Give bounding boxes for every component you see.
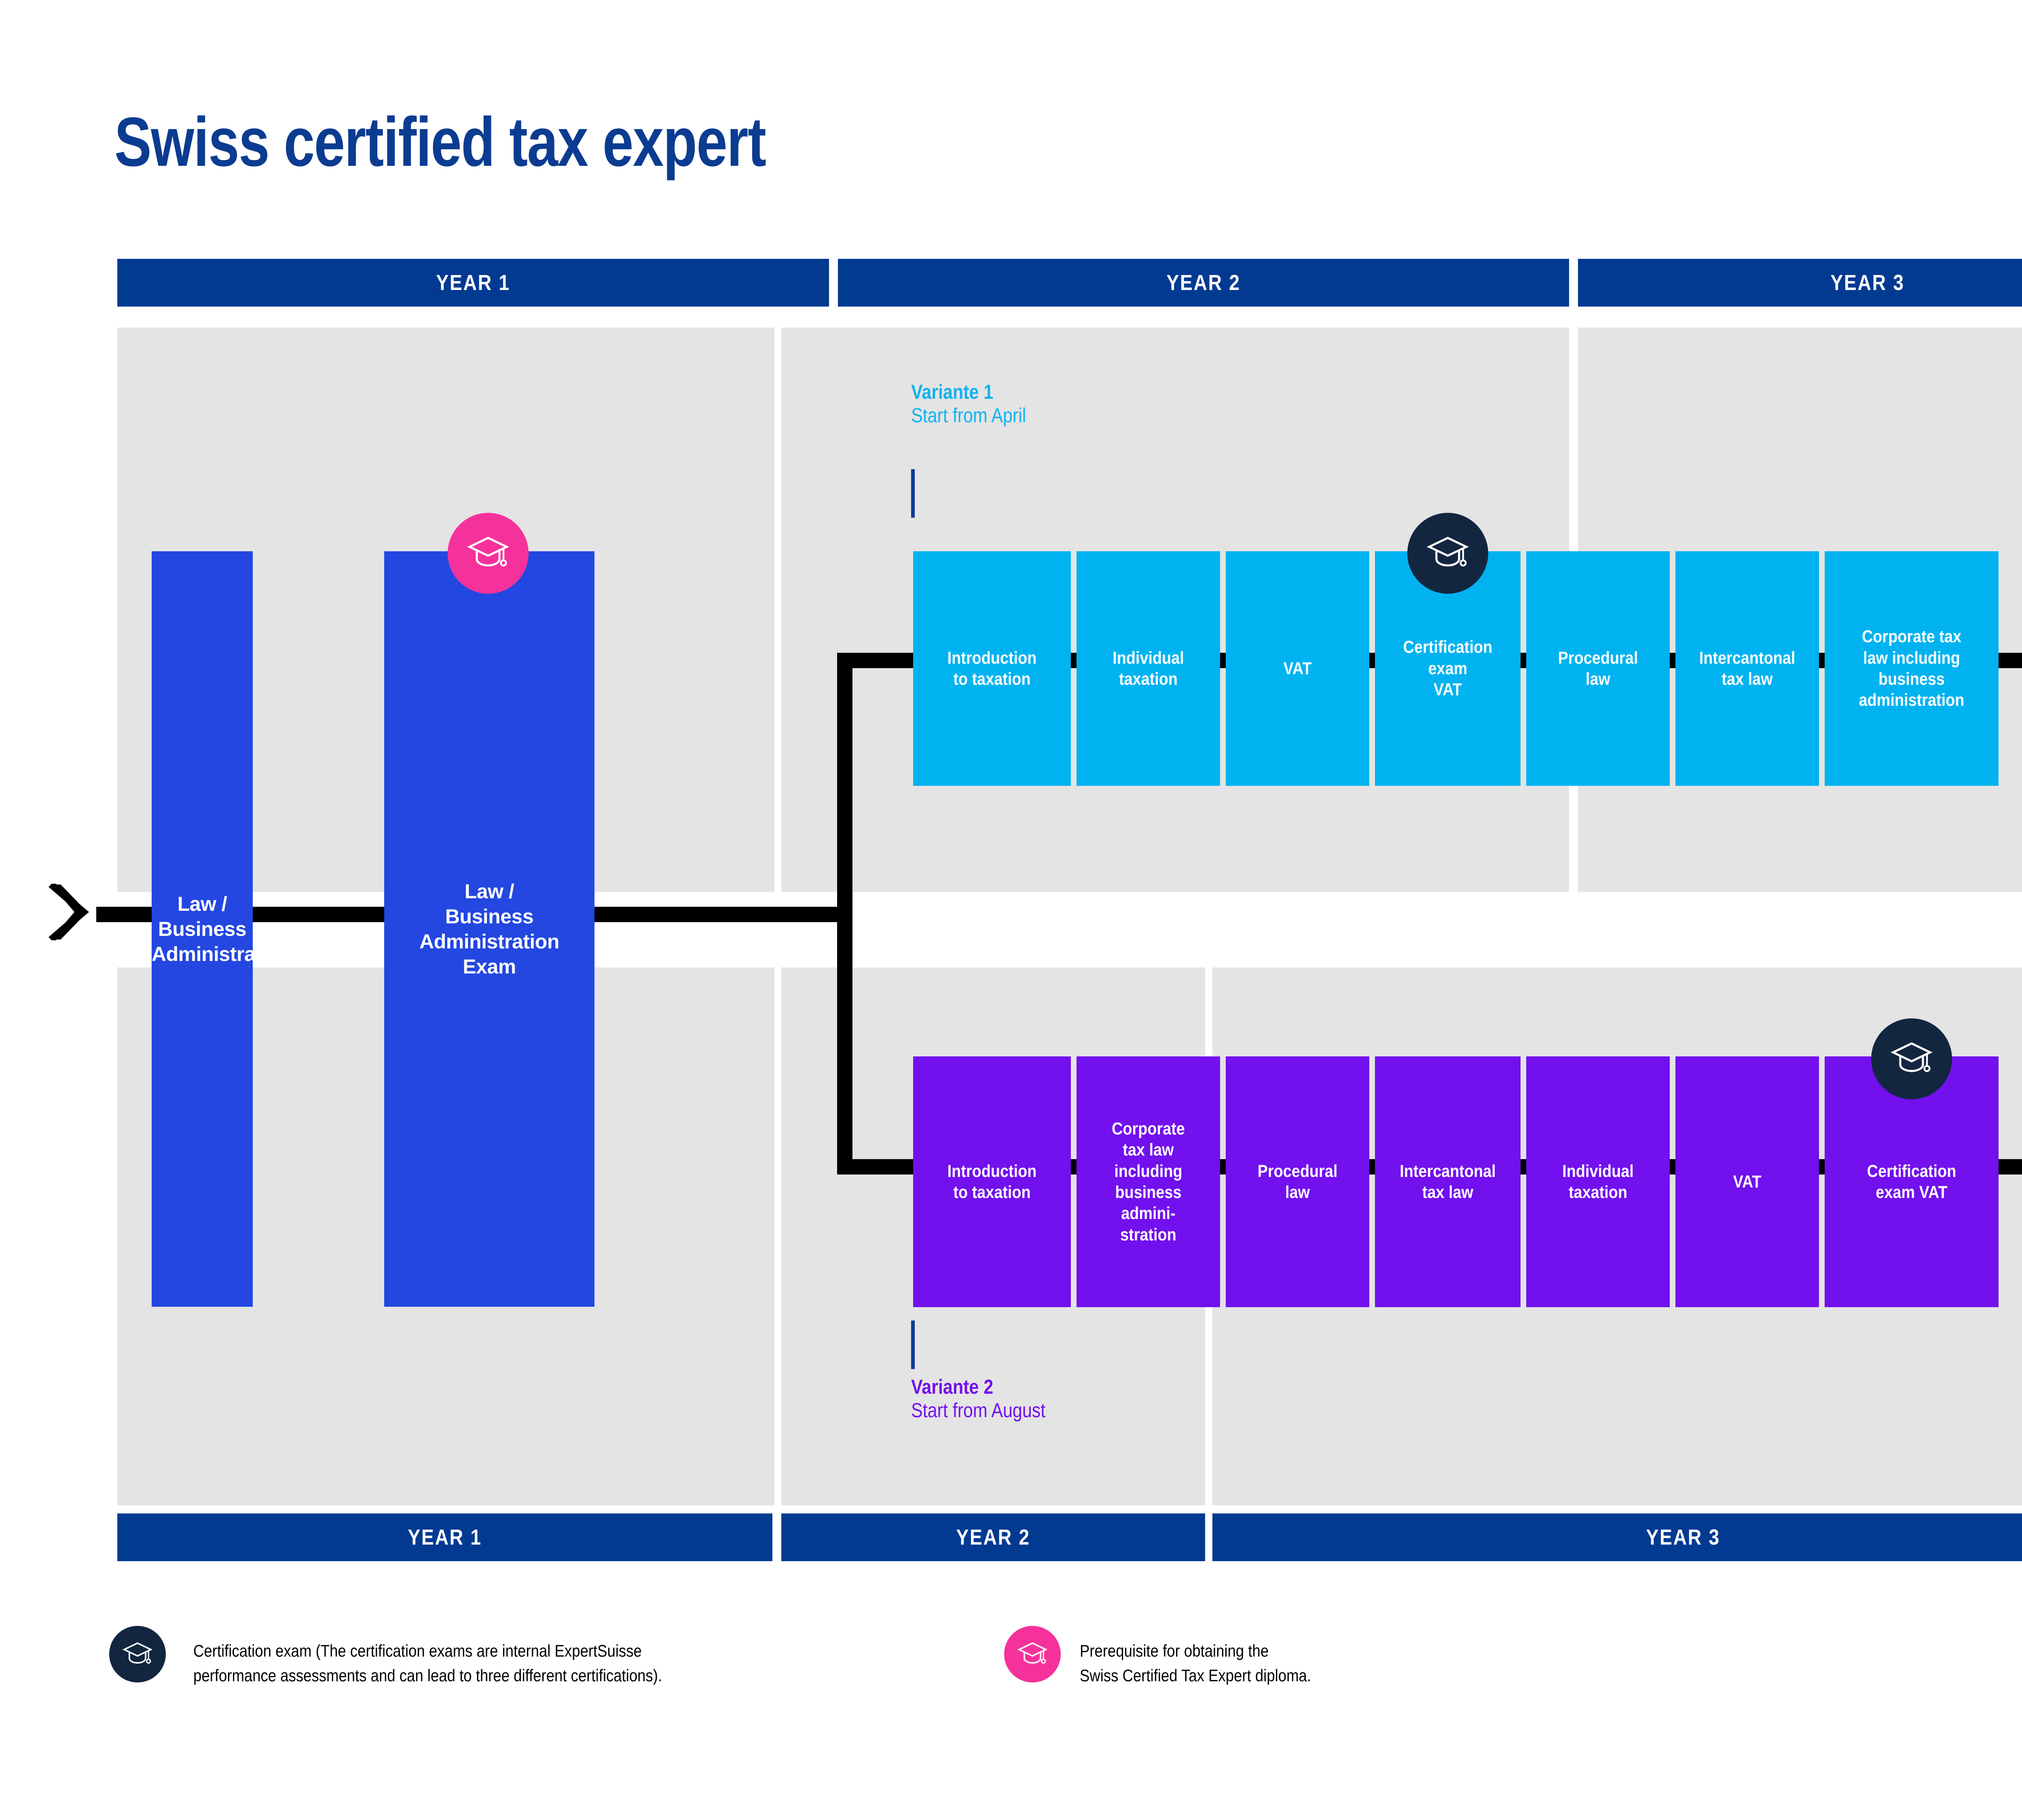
course-box-v2-vat[interactable]: VAT — [1675, 1056, 1819, 1307]
year-header-top-3: YEAR 3 — [1578, 259, 2022, 307]
year-header-bottom-3-label: YEAR 3 — [1646, 1525, 1720, 1549]
year-header-top-2: YEAR 2 — [838, 259, 1569, 307]
connector-branch-vertical — [837, 653, 852, 1175]
variant-1-tick — [911, 469, 915, 518]
course-box-v1-introduction-to-taxation[interactable]: Introduction to taxation — [913, 551, 1071, 786]
course-box-label: Certification exam VAT — [1867, 1161, 1956, 1202]
graduation-cap-icon — [122, 1642, 153, 1664]
year-header-bottom-3: YEAR 3 — [1212, 1513, 2022, 1561]
course-box-v1-intercantonal-tax-law[interactable]: Intercantonal tax law — [1675, 551, 1819, 786]
graduation-cap-icon — [1017, 1642, 1048, 1664]
variant-2-label: Variante 2 Start from August — [911, 1375, 1067, 1422]
course-box-label: Procedural law — [1257, 1161, 1338, 1202]
badge-certification-exam-v2-vat[interactable] — [1871, 1018, 1952, 1099]
legend-item-prerequisite — [1004, 1626, 1061, 1682]
legend-badge-pink — [1004, 1626, 1061, 1682]
course-box-label: Corporate tax law including business adm… — [1859, 627, 1965, 710]
variant-1-label: Variante 1 Start from April — [911, 380, 1045, 427]
course-box-v2-procedural-law[interactable]: Procedural law — [1226, 1056, 1369, 1307]
course-box-label: Certification exam VAT — [1403, 637, 1493, 700]
year-header-top-1-label: YEAR 1 — [436, 271, 510, 295]
connector-branch-bottom-stub — [837, 1159, 926, 1175]
course-box-label: Corporate tax law including business adm… — [1112, 1119, 1185, 1244]
graduation-cap-icon — [467, 537, 510, 567]
course-box-v2-corporate-tax-law[interactable]: Corporate tax law including business adm… — [1077, 1056, 1220, 1307]
legend-item-certification-exam — [109, 1626, 166, 1682]
year-header-top-3-label: YEAR 3 — [1830, 271, 1905, 295]
course-box-label: Introduction to taxation — [947, 648, 1037, 689]
badge-prerequisite-diploma[interactable] — [448, 513, 529, 594]
course-box-label: Introduction to taxation — [947, 1161, 1037, 1202]
course-box-label: VAT — [1283, 658, 1312, 678]
course-box-label: Law / Business Administration — [152, 893, 292, 965]
variant-2-subtitle: Start from August — [911, 1399, 1046, 1422]
legend-badge-dark — [109, 1626, 166, 1682]
year-header-bottom-2: YEAR 2 — [781, 1513, 1205, 1561]
course-box-label: Individual taxation — [1113, 648, 1184, 689]
start-chevron-icon — [49, 884, 93, 940]
year-header-bottom-2-label: YEAR 2 — [956, 1525, 1030, 1549]
course-box-v2-intercantonal-tax-law[interactable]: Intercantonal tax law — [1375, 1056, 1521, 1307]
page-title: Swiss certified tax expert — [114, 103, 766, 181]
course-box-v1-individual-taxation[interactable]: Individual taxation — [1077, 551, 1220, 786]
variant-1-subtitle: Start from April — [911, 404, 1026, 427]
course-box-label: Law / Business Administration Exam — [419, 880, 559, 978]
course-box-label: Intercantonal tax law — [1400, 1161, 1496, 1202]
course-box-law-business-administration-exam[interactable]: Law / Business Administration Exam — [384, 551, 594, 1307]
legend-text-certification-exam: Certification exam (The certification ex… — [193, 1641, 662, 1685]
course-box-label: Procedural law — [1558, 648, 1638, 689]
connector-branch-top-stub — [837, 653, 926, 668]
year-header-bottom-1-label: YEAR 1 — [408, 1525, 482, 1549]
course-box-v2-introduction-to-taxation[interactable]: Introduction to taxation — [913, 1056, 1071, 1307]
course-box-v1-procedural-law[interactable]: Procedural law — [1526, 551, 1670, 786]
graduation-cap-icon — [1890, 1042, 1933, 1072]
year-header-bottom-1: YEAR 1 — [117, 1513, 772, 1561]
course-box-label: Individual taxation — [1562, 1161, 1634, 1202]
variant-2-title: Variante 2 — [911, 1376, 994, 1398]
course-box-label: VAT — [1733, 1172, 1762, 1191]
course-box-law-business-administration[interactable]: Law / Business Administration — [152, 551, 292, 1307]
badge-certification-exam-v1-vat[interactable] — [1407, 513, 1488, 594]
year-header-top-2-label: YEAR 2 — [1166, 271, 1241, 295]
course-box-v1-corporate-tax-law[interactable]: Corporate tax law including business adm… — [1825, 551, 1999, 786]
variant-1-title: Variante 1 — [911, 381, 994, 403]
course-box-label: Intercantonal tax law — [1699, 648, 1796, 689]
graduation-cap-icon — [1426, 537, 1469, 567]
variant-2-tick — [911, 1321, 915, 1369]
course-box-v1-vat[interactable]: VAT — [1226, 551, 1369, 786]
year-header-top-1: YEAR 1 — [117, 259, 829, 307]
course-box-v2-individual-taxation[interactable]: Individual taxation — [1526, 1056, 1670, 1307]
legend-text-prerequisite: Prerequisite for obtaining the Swiss Cer… — [1080, 1641, 1311, 1685]
